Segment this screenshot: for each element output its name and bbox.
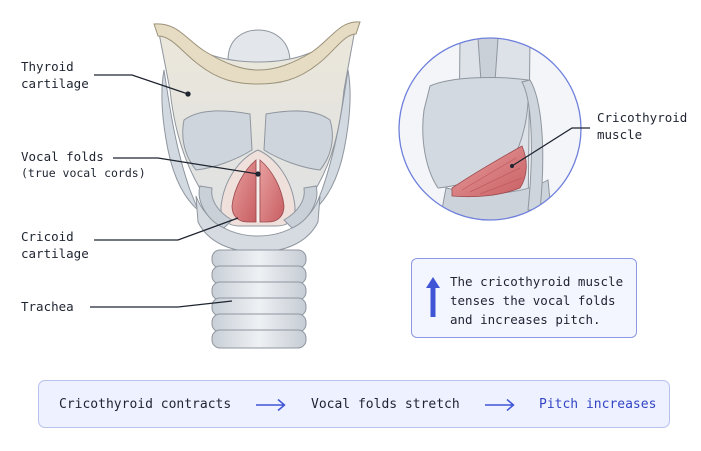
right-arrow-icon xyxy=(256,398,286,412)
up-arrow-icon xyxy=(426,277,440,317)
leader-lines xyxy=(90,74,261,308)
flow-step-contracts: Cricothyroid contracts xyxy=(59,397,232,412)
leader-thyroid xyxy=(94,74,189,95)
label-cricothyroid-muscle: Cricothyroid muscle xyxy=(597,110,688,142)
label-cricoid-cartilage: Cricoid cartilage xyxy=(21,229,89,261)
label-thyroid-cartilage: Thyroid cartilage xyxy=(21,59,89,91)
cricothyroid-closeup xyxy=(398,37,582,221)
leader-cricoid xyxy=(94,217,239,241)
info-box: The cricothyroid muscle tenses the vocal… xyxy=(411,258,637,338)
trachea xyxy=(211,249,307,349)
thyroid-lamina-left xyxy=(182,110,253,171)
vocal-fold-right xyxy=(259,159,285,223)
thyroid-horn-right xyxy=(313,69,351,211)
right-arrow-icon xyxy=(485,398,515,412)
leader-vocal xyxy=(113,157,259,175)
flow-step-stretch: Vocal folds stretch xyxy=(311,397,460,412)
label-vocal-folds: Vocal folds (true vocal cords) xyxy=(21,149,146,180)
hyoid-bone xyxy=(153,21,361,85)
larynx-illustration xyxy=(153,21,361,349)
cricoid-right xyxy=(283,185,318,229)
leader-cricothyroid xyxy=(511,127,590,167)
leader-trachea xyxy=(90,300,233,308)
label-trachea: Trachea xyxy=(21,299,74,314)
flow-step-pitch: Pitch increases xyxy=(539,397,657,412)
process-flow: Cricothyroid contracts Vocal folds stret… xyxy=(38,380,670,428)
thyroid-lamina-right xyxy=(263,110,333,171)
cricothyroid-muscle xyxy=(451,145,527,198)
cricoid-ring xyxy=(195,195,321,253)
info-text: The cricothyroid muscle tenses the vocal… xyxy=(450,274,624,327)
thyroid-horn-left xyxy=(161,69,199,211)
